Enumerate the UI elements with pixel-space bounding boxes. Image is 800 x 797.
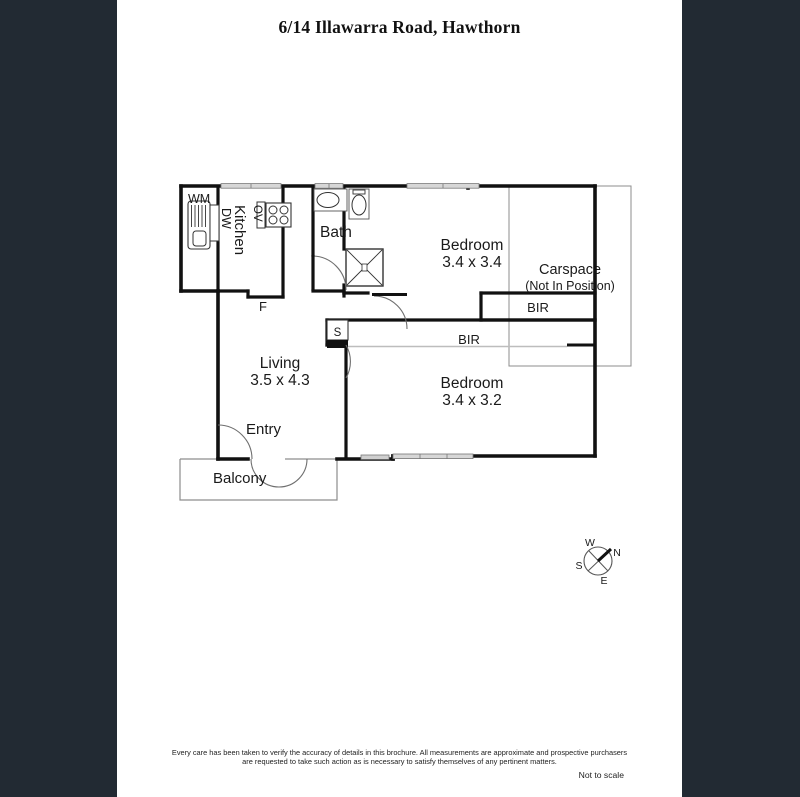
compass-west-label: W	[585, 537, 595, 549]
bir-lower-group: S BIR	[326, 319, 595, 348]
oven-icon	[256, 201, 266, 229]
compass-needle	[596, 547, 613, 563]
compass-circle	[583, 546, 613, 576]
store-solid-block	[327, 340, 348, 348]
page-title: 6/14 Illawarra Road, Hawthorn	[278, 17, 521, 37]
balcony-label: Balcony	[213, 470, 267, 487]
bir-upper-label: BIR	[527, 300, 549, 315]
balcony-outline	[179, 459, 338, 501]
living-dimensions: 3.5 x 4.3	[250, 372, 309, 389]
balcony-door-left-swing	[250, 458, 280, 488]
entry-door-swing	[217, 424, 253, 460]
footer-disclaimer: Every care has been taken to verify the …	[117, 748, 682, 780]
bedroom2-label: Bedroom	[441, 375, 504, 392]
living-group: Living 3.5 x 4.3 Entry	[217, 355, 310, 460]
basin-icon	[316, 192, 340, 208]
shower-waste-icon	[361, 263, 368, 272]
carspace-label: Carspace	[539, 262, 601, 278]
bir-lower-label: BIR	[458, 332, 480, 347]
cooktop-icon	[265, 202, 292, 228]
washing-machine-ribs	[191, 205, 206, 227]
compass-east-label: E	[600, 575, 607, 587]
ov-label: OV	[251, 205, 263, 222]
bedroom1-dimensions: 3.4 x 3.4	[442, 254, 502, 271]
balcony-group: Balcony	[179, 458, 338, 501]
wm-label: WM	[188, 192, 210, 206]
bedroom1-group: Bedroom 3.4 x 3.4 BIR	[372, 237, 549, 330]
disclaimer-line-1: Every care has been taken to verify the …	[171, 748, 628, 757]
window-living	[360, 454, 390, 460]
bedroom1-door-swing	[373, 295, 408, 330]
bedroom2-group: Bedroom 3.4 x 3.2	[345, 344, 504, 409]
compass-group: W N S E	[575, 537, 620, 587]
dw-label: DW	[219, 208, 233, 229]
carspace-group: Carspace (Not In Position)	[508, 185, 632, 367]
cistern-icon	[352, 189, 366, 195]
entry-label: Entry	[246, 421, 282, 438]
fridge-label: F	[259, 299, 267, 314]
trough-bowl-icon	[192, 230, 207, 247]
dishwasher-icon	[209, 204, 220, 242]
compass-south-label: S	[575, 560, 582, 572]
bath-label: Bath	[320, 224, 352, 241]
floorplan-drawing: Carspace (Not In Position) Balcony	[179, 183, 632, 587]
carspace-note: (Not In Position)	[525, 279, 615, 293]
window-bedroom2	[392, 453, 474, 459]
bath-door-swing	[312, 255, 347, 291]
compass-north-label: N	[613, 547, 621, 559]
living-label: Living	[260, 355, 301, 372]
scale-note: Not to scale	[578, 769, 624, 780]
balcony-door-right-swing	[278, 458, 308, 488]
toilet-pan-icon	[351, 194, 367, 216]
windows-group	[220, 183, 480, 460]
page-sheet: 6/14 Illawarra Road, Hawthorn Carspace (…	[117, 0, 682, 797]
cooktop-burners	[268, 205, 289, 225]
bedroom2-door-swing	[345, 344, 351, 379]
disclaimer-line-2: are requested to take such action as is …	[242, 757, 557, 767]
bedroom1-label: Bedroom	[441, 237, 504, 254]
kitchen-label: Kitchen	[231, 205, 248, 255]
carspace-outline	[508, 185, 632, 367]
store-label: S	[334, 327, 342, 339]
bath-group: Bath	[311, 188, 384, 291]
kitchen-group: WM DW Kitchen OV F	[187, 192, 292, 314]
bedroom2-dimensions: 3.4 x 3.2	[442, 392, 501, 409]
